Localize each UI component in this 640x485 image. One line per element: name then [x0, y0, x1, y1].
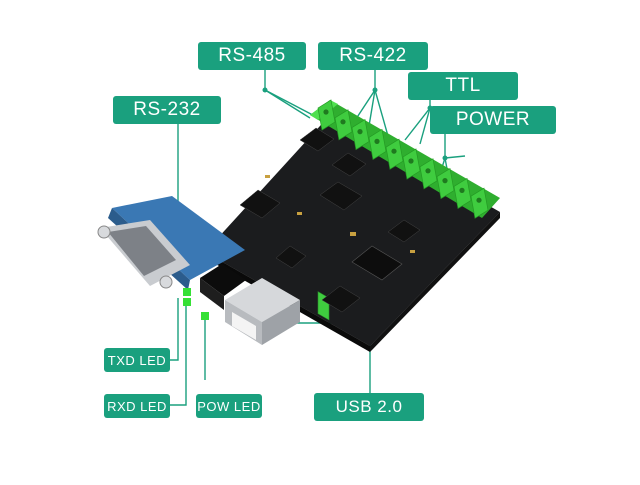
terminal-pins	[317, 99, 489, 219]
terminal-screw	[340, 119, 346, 125]
terminal-screw	[459, 187, 465, 193]
terminal-pin	[351, 119, 370, 151]
terminal-screw	[374, 138, 380, 144]
label-rs232: RS-232	[113, 96, 221, 124]
terminal-pin	[317, 99, 336, 131]
label-txd-led: TXD LED	[104, 348, 170, 372]
dc-jack	[200, 264, 246, 310]
terminal-screw	[391, 148, 397, 154]
terminal-pin	[385, 138, 404, 170]
terminal-screw	[476, 197, 482, 203]
label-usb: USB 2.0	[314, 393, 424, 421]
label-ttl: TTL	[408, 72, 518, 100]
terminal-screw	[442, 178, 448, 184]
terminal-pin	[453, 177, 472, 209]
usb-connector	[225, 278, 300, 345]
terminal-pin	[419, 158, 438, 190]
label-rs485: RS-485	[198, 42, 306, 70]
terminal-pin	[368, 128, 387, 160]
label-power: POWER	[430, 106, 556, 134]
ic-chips	[239, 127, 421, 313]
db9-connector	[97, 196, 245, 290]
terminal-screw	[425, 168, 431, 174]
terminal-screw	[408, 158, 414, 164]
terminal-pin	[436, 168, 455, 200]
terminal-pin	[334, 109, 353, 141]
terminal-pin	[402, 148, 421, 180]
terminal-pin	[470, 187, 489, 219]
terminal-screw	[357, 129, 363, 135]
label-pow-led: POW LED	[196, 394, 262, 418]
label-rxd-led: RXD LED	[104, 394, 170, 418]
label-rs422: RS-422	[318, 42, 428, 70]
terminal-screw	[323, 109, 329, 115]
status-leds	[183, 288, 209, 320]
smd-components	[265, 175, 415, 253]
